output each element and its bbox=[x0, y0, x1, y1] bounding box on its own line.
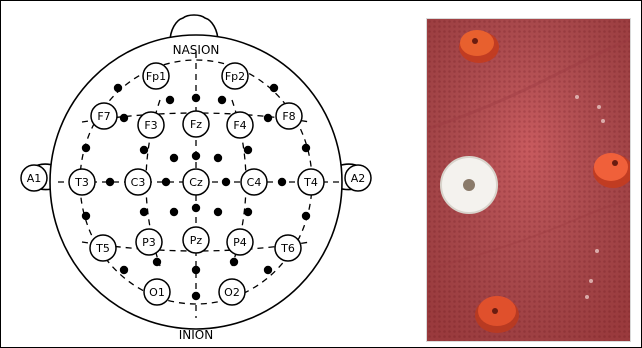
electrode-f8: F8 bbox=[276, 103, 302, 129]
intermediate-dot bbox=[82, 144, 90, 152]
intermediate-dot bbox=[192, 152, 200, 160]
intermediate-dot bbox=[106, 178, 114, 186]
intermediate-dot bbox=[166, 96, 174, 104]
intermediate-dot bbox=[278, 178, 286, 186]
electrode-o2: O2 bbox=[219, 279, 245, 305]
intermediate-dot bbox=[214, 208, 222, 216]
electrode-label: O2 bbox=[224, 286, 240, 299]
electrode-fp1: Fp1 bbox=[143, 63, 169, 89]
electrode-fz: Fz bbox=[183, 111, 209, 137]
intermediate-dot bbox=[82, 212, 90, 220]
intermediate-dot bbox=[244, 208, 252, 216]
electrode-t4: T4 bbox=[298, 169, 324, 195]
white-electrode bbox=[441, 157, 497, 213]
electrode-label: C3 bbox=[131, 176, 146, 189]
electrode-p4: P4 bbox=[227, 229, 253, 255]
intermediate-dot bbox=[192, 266, 200, 274]
nasion-label: NASION bbox=[173, 43, 220, 57]
electrode-label: F3 bbox=[144, 119, 157, 132]
intermediate-dot bbox=[264, 114, 272, 122]
electrode-f7: F7 bbox=[91, 103, 117, 129]
electrode-o1: O1 bbox=[144, 279, 170, 305]
electrode-label: F4 bbox=[233, 119, 246, 132]
intermediate-dot bbox=[192, 94, 200, 102]
intermediate-dot bbox=[120, 114, 128, 122]
electrode-label: T3 bbox=[74, 176, 89, 189]
electrode-label: P4 bbox=[233, 236, 247, 249]
electrode-label: T6 bbox=[280, 242, 295, 255]
electrode-pz: Pz bbox=[183, 227, 209, 253]
intermediate-dot bbox=[120, 266, 128, 274]
electrode-label: Fp1 bbox=[146, 70, 166, 83]
intermediate-dot bbox=[162, 178, 170, 186]
electrode-p3: P3 bbox=[136, 229, 162, 255]
intermediate-dot bbox=[230, 258, 238, 266]
intermediate-dot bbox=[192, 292, 200, 300]
intermediate-dot bbox=[114, 84, 122, 92]
intermediate-dot bbox=[192, 204, 200, 212]
electrode-label: Fz bbox=[190, 118, 202, 131]
electrode-c4: C4 bbox=[241, 169, 267, 195]
intermediate-dot bbox=[170, 154, 178, 162]
electrode-t5: T5 bbox=[90, 235, 116, 261]
electrode-a1: A1 bbox=[21, 165, 47, 191]
electrode-f4: F4 bbox=[227, 112, 253, 138]
intermediate-dot bbox=[140, 146, 148, 154]
electrode-label: C4 bbox=[247, 176, 262, 189]
inion-label: INION bbox=[179, 328, 213, 342]
electrode-c3: C3 bbox=[125, 169, 151, 195]
electrode-label: A2 bbox=[351, 172, 366, 185]
electrode-label: A1 bbox=[27, 172, 42, 185]
intermediate-dot bbox=[302, 144, 310, 152]
electrode-label: Pz bbox=[190, 234, 203, 247]
electrode-label: T5 bbox=[95, 242, 110, 255]
electrode-a2: A2 bbox=[345, 165, 371, 191]
intermediate-dot bbox=[302, 212, 310, 220]
intermediate-dot bbox=[218, 96, 226, 104]
electrode-t3: T3 bbox=[69, 169, 95, 195]
intermediate-dot bbox=[264, 266, 272, 274]
electrode-t6: T6 bbox=[275, 235, 301, 261]
electrode-label: F8 bbox=[282, 110, 295, 123]
electrode-cz: Cz bbox=[183, 169, 209, 195]
electrode-label: F7 bbox=[97, 110, 110, 123]
electrode-label: Cz bbox=[189, 176, 203, 189]
intermediate-dot bbox=[270, 84, 278, 92]
intermediate-dot bbox=[214, 154, 222, 162]
intermediate-dot bbox=[222, 178, 230, 186]
eeg-cap-photo bbox=[426, 18, 631, 342]
electrode-fp2: Fp2 bbox=[222, 63, 248, 89]
intermediate-dot bbox=[244, 146, 252, 154]
electrode-label: O1 bbox=[149, 286, 165, 299]
red-electrode bbox=[593, 153, 631, 188]
electrode-label: T4 bbox=[303, 176, 318, 189]
electrode-label: P3 bbox=[142, 236, 156, 249]
intermediate-dot bbox=[170, 208, 178, 216]
intermediate-dot bbox=[140, 208, 148, 216]
electrode-label: Fp2 bbox=[225, 70, 245, 83]
intermediate-dot bbox=[153, 258, 161, 266]
electrode-f3: F3 bbox=[138, 112, 164, 138]
